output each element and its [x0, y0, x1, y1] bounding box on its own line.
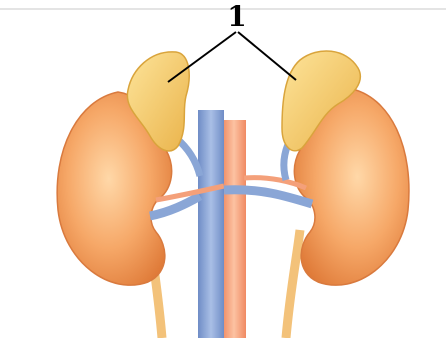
right-ureter	[286, 230, 300, 338]
inferior-vena-cava	[198, 110, 224, 338]
callout-line-right	[238, 32, 296, 80]
callout-label: 1	[227, 0, 246, 33]
aorta	[222, 120, 246, 338]
